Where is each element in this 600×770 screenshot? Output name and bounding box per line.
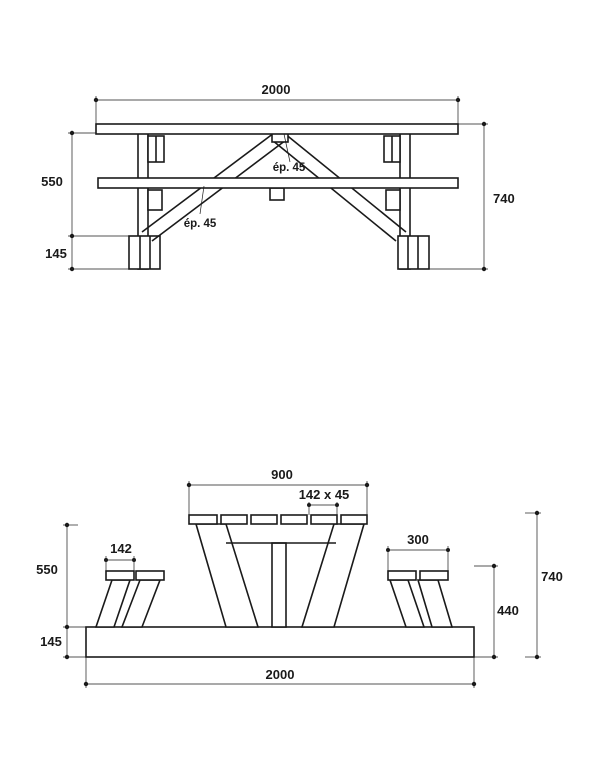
- end-foot-height-label: 145: [40, 634, 62, 649]
- end-view: 900 142 x 45 142 300 550 145 440 740 200…: [36, 467, 563, 688]
- end-length-dimension: [83, 657, 477, 688]
- brace-thickness-label: ép. 45: [184, 218, 217, 230]
- end-height-dimensions: [63, 522, 86, 660]
- side-left-leg: [128, 132, 165, 270]
- end-table-width-dimension: [186, 481, 370, 515]
- end-seat-plank-label: 142: [110, 541, 132, 556]
- end-plank-section-label: 142 x 45: [299, 487, 350, 502]
- end-length-label: 2000: [266, 667, 295, 682]
- side-height-dimensions: [68, 130, 129, 272]
- end-total-height-dimension: [525, 510, 541, 660]
- side-seat-height-label: 550: [41, 174, 63, 189]
- end-base-beam: [85, 626, 475, 658]
- brace-thickness-leader: [199, 185, 205, 215]
- top-thickness-label: ép. 45: [273, 162, 306, 174]
- end-seat-width-dimension: [386, 546, 450, 571]
- side-total-height-dimension: [429, 121, 488, 272]
- end-seat-height-label: 550: [36, 562, 58, 577]
- end-seat-plank-dimension: [104, 556, 136, 571]
- side-total-height-label: 740: [493, 191, 515, 206]
- end-plank-section-dimension: [307, 502, 339, 515]
- end-seat-width-label: 300: [407, 532, 429, 547]
- end-table-width-label: 900: [271, 467, 293, 482]
- side-table-top: [95, 123, 459, 135]
- end-right-bench: [387, 570, 454, 628]
- side-right-leg: [383, 132, 430, 270]
- end-seat-height-dimension: [474, 563, 498, 660]
- side-foot-height-label: 145: [45, 246, 67, 261]
- top-thickness-leader: [283, 133, 291, 163]
- end-total-height-label: 740: [541, 569, 563, 584]
- end-seat-height-right-label: 440: [497, 603, 519, 618]
- side-length-label: 2000: [262, 82, 291, 97]
- side-length-dimension: [93, 96, 461, 124]
- side-seat-plank: [97, 177, 459, 189]
- side-view: 2000 550 145 740 ép. 45 ép. 45: [41, 82, 515, 272]
- end-table-top-planks: [188, 514, 368, 525]
- end-left-bench: [94, 570, 165, 628]
- end-table-legs: [194, 523, 366, 628]
